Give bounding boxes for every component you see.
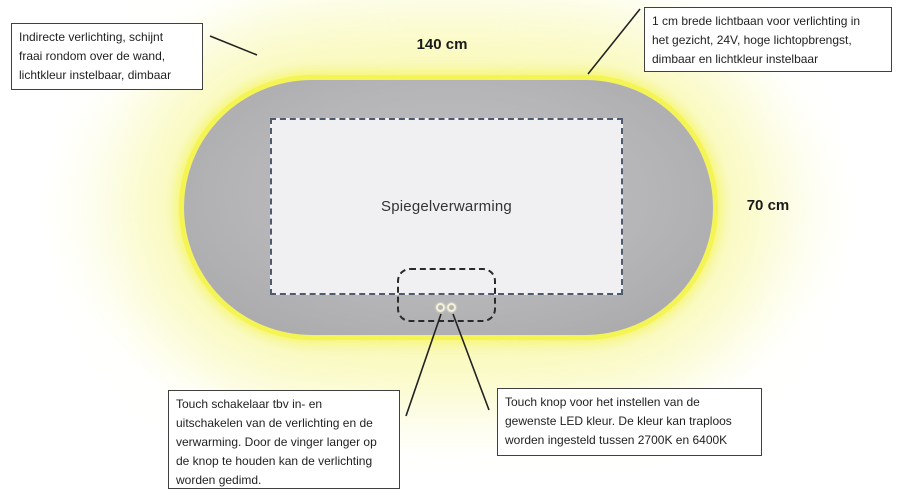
note-light-band: 1 cm brede lichtbaan voor verlichting in… (644, 7, 892, 72)
heating-area-label: Spiegelverwarming (381, 198, 512, 215)
touch-controls-outline (397, 268, 496, 322)
note-touch-color-text: Touch knop voor het instellen van de gew… (505, 395, 732, 447)
touch-color-button-icon (447, 303, 456, 312)
note-touch-switch-text: Touch schakelaar tbv in- en uitschakelen… (176, 397, 377, 487)
note-touch-color: Touch knop voor het instellen van de gew… (497, 388, 762, 456)
note-light-band-text: 1 cm brede lichtbaan voor verlichting in… (652, 14, 861, 66)
width-dimension-label: 140 cm (416, 36, 468, 53)
note-indirect-lighting: Indirecte verlichting, schijnt fraai ron… (11, 23, 203, 90)
leader-line-indirect-lighting (209, 35, 258, 56)
heating-foil-area: Spiegelverwarming (270, 118, 623, 295)
touch-switch-button-icon (436, 303, 445, 312)
note-touch-switch: Touch schakelaar tbv in- en uitschakelen… (168, 390, 400, 489)
leader-line-light-band (587, 8, 641, 75)
note-indirect-lighting-text: Indirecte verlichting, schijnt fraai ron… (19, 30, 172, 82)
height-dimension-label: 70 cm (746, 197, 790, 214)
